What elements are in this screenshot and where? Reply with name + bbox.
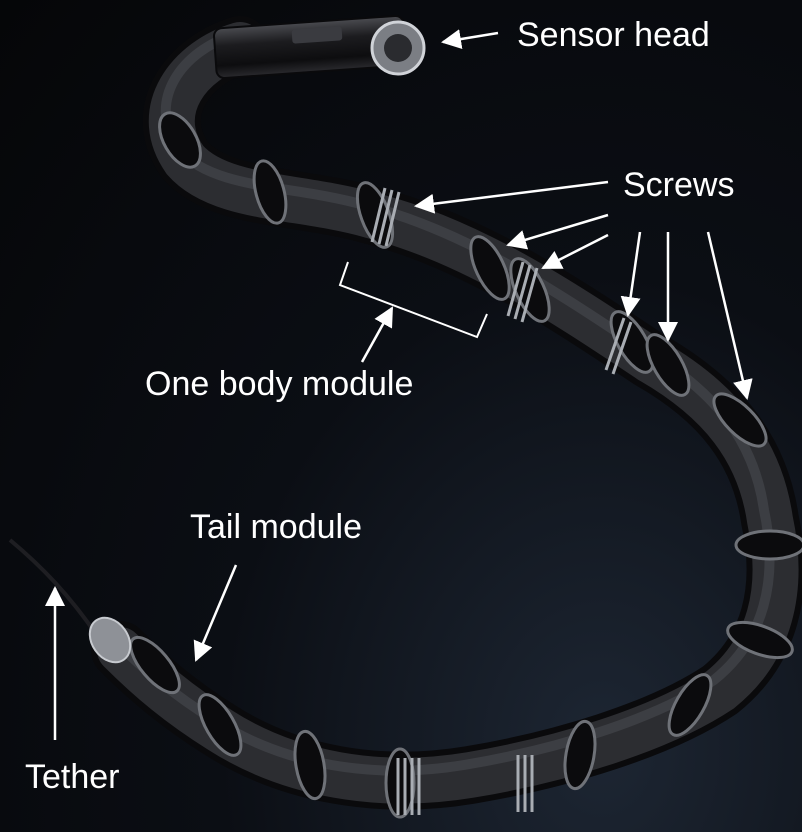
screws-arrow (543, 235, 608, 268)
joint-ring (386, 749, 414, 817)
screws-arrow (416, 182, 608, 206)
sensor-head-label: Sensor head (517, 18, 710, 52)
tail-module-arrow (196, 565, 236, 660)
screws-arrow (508, 215, 608, 245)
robot-body (114, 35, 776, 781)
body-module-arrow (362, 308, 392, 362)
screws-arrow (628, 232, 640, 315)
tether-label: Tether (25, 760, 120, 794)
tail-module-label: Tail module (190, 510, 362, 544)
sensor-head-arrow (443, 33, 498, 42)
body-module-label: One body module (145, 367, 413, 401)
joint-ring (736, 531, 802, 559)
screws-label: Screws (623, 168, 734, 202)
